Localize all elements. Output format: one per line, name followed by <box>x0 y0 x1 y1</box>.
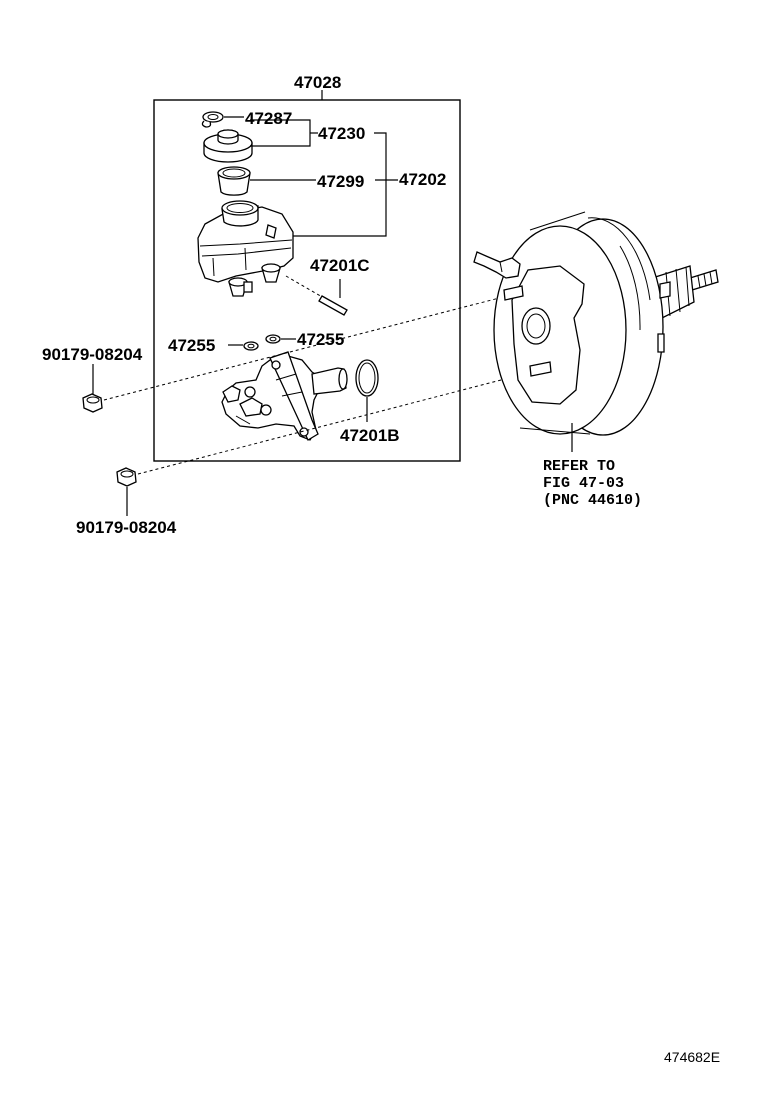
clip-part[interactable] <box>201 111 224 128</box>
assembly-frame <box>153 99 461 462</box>
refer-line-2[interactable]: FIG 47-03 <box>543 475 624 492</box>
label-47255-left[interactable]: 47255 <box>168 336 215 355</box>
reservoir-tank-part[interactable] <box>197 200 294 297</box>
grommet-right-part[interactable] <box>265 334 281 344</box>
nut-lower-part[interactable] <box>116 467 137 487</box>
label-47230[interactable]: 47230 <box>318 124 365 143</box>
label-90179-08204-lower[interactable]: 90179-08204 <box>76 518 177 537</box>
pin-part[interactable] <box>318 295 348 316</box>
refer-line-3[interactable]: (PNC 44610) <box>543 492 642 509</box>
label-47201C[interactable]: 47201C <box>310 256 370 275</box>
label-47028[interactable]: 47028 <box>294 73 341 92</box>
master-cylinder-part[interactable] <box>221 351 348 441</box>
label-47202[interactable]: 47202 <box>399 170 446 189</box>
label-47255-right[interactable]: 47255 <box>297 330 344 349</box>
label-47201B[interactable]: 47201B <box>340 426 400 445</box>
label-47299[interactable]: 47299 <box>317 172 364 191</box>
label-47287[interactable]: 47287 <box>245 109 292 128</box>
refer-line-1[interactable]: REFER TO <box>543 458 615 475</box>
reservoir-cap-part[interactable] <box>203 129 253 163</box>
grommet-left-part[interactable] <box>243 341 259 351</box>
strainer-part[interactable] <box>217 166 251 196</box>
nut-upper-part[interactable] <box>82 393 103 413</box>
brake-booster-part[interactable] <box>473 211 719 436</box>
o-ring-part[interactable] <box>355 359 379 397</box>
figure-code: 474682E <box>664 1049 720 1065</box>
label-90179-08204-upper[interactable]: 90179-08204 <box>42 345 143 364</box>
